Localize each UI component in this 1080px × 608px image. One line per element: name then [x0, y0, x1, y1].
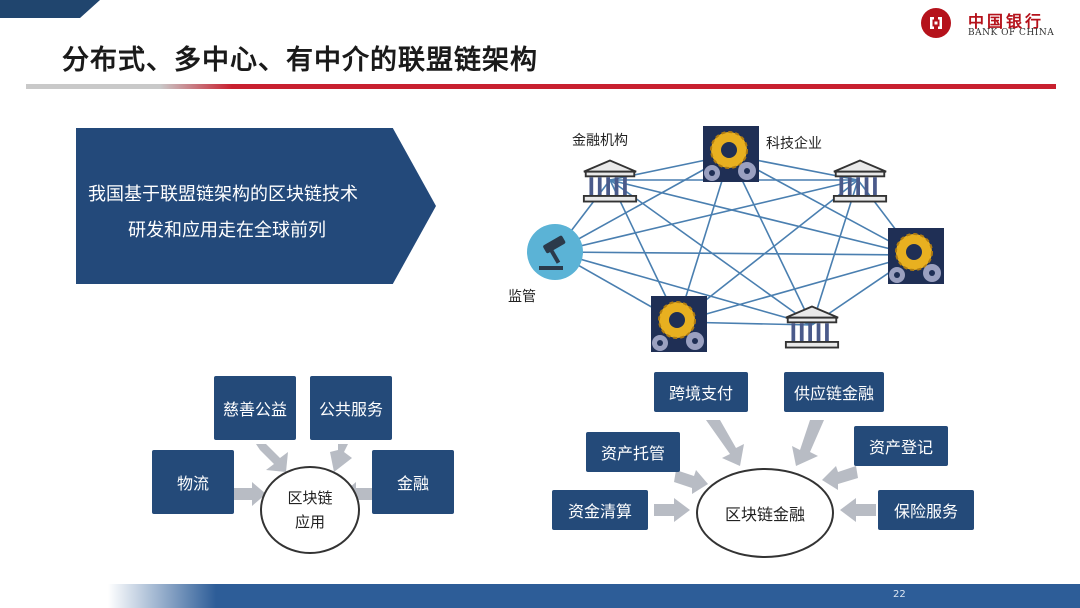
title-underline [26, 84, 1056, 89]
fin-box-asset-registration: 资产登记 [854, 426, 948, 466]
app-box-finance: 金融 [372, 450, 454, 514]
finance-center-label: 区块链金融 [724, 505, 805, 524]
app-box-logistics: 物流 [152, 450, 234, 514]
app-box-charity: 慈善公益 [214, 376, 296, 440]
center-line-1: 区块链 [287, 489, 333, 507]
fin-box-asset-custody: 资产托管 [586, 432, 680, 472]
arrow-group [234, 420, 876, 522]
fin-box-fund-clearing: 资金清算 [552, 490, 648, 530]
fin-box-cross-border-payment: 跨境支付 [654, 372, 748, 412]
blockchain-finance-center: 区块链金融 [696, 468, 834, 558]
label-tech-company: 科技企业 [766, 136, 822, 152]
fin-box-supply-chain-finance: 供应链金融 [784, 372, 884, 412]
logo-text-en: BANK OF CHINA [968, 28, 1055, 38]
footer-bar [0, 584, 1080, 608]
statement-banner [76, 128, 436, 284]
label-financial-institution: 金融机构 [572, 133, 628, 149]
blockchain-application-center: 区块链 应用 [260, 466, 360, 554]
center-line-2: 应用 [294, 513, 325, 531]
page-title: 分布式、多中心、有中介的联盟链架构 [62, 45, 538, 76]
page-number: 22 [893, 589, 906, 600]
gavel-icon [527, 224, 583, 280]
banner-line-2: 研发和应用走在全球前列 [128, 220, 326, 241]
label-regulator: 监管 [508, 289, 536, 305]
fin-box-insurance-service: 保险服务 [878, 490, 974, 530]
app-box-public-service: 公共服务 [310, 376, 392, 440]
logo-text-cn: 中国银行 [968, 12, 1045, 31]
top-corner-decoration [0, 0, 100, 18]
banner-line-1: 我国基于联盟链架构的区块链技术 [88, 184, 358, 205]
bank-logo-icon [921, 8, 951, 38]
